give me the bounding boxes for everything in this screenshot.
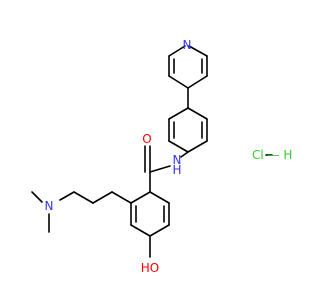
- amide-hydrogen-label: H: [172, 163, 181, 177]
- pyridine-ring: [168, 45, 208, 89]
- amine-nitrogen-label: N: [45, 199, 54, 213]
- carbonyl-oxygen-label: O: [142, 132, 151, 146]
- amide-nitrogen-label: N: [173, 153, 182, 167]
- hydroxyl-label: HO: [141, 261, 159, 275]
- pyridine-nitrogen-label: N: [183, 38, 192, 52]
- phenyl-ring: [168, 107, 208, 153]
- chemical-structure: N N H O N HO Cl — H: [31, 38, 292, 275]
- hydrochloride-label: Cl — H: [252, 148, 292, 162]
- propyl-chain: [31, 191, 132, 233]
- n-carbonyl-bond: [149, 165, 171, 173]
- aryl-n-bond: [180, 151, 189, 158]
- hydroxyphenyl-ring: [130, 191, 170, 237]
